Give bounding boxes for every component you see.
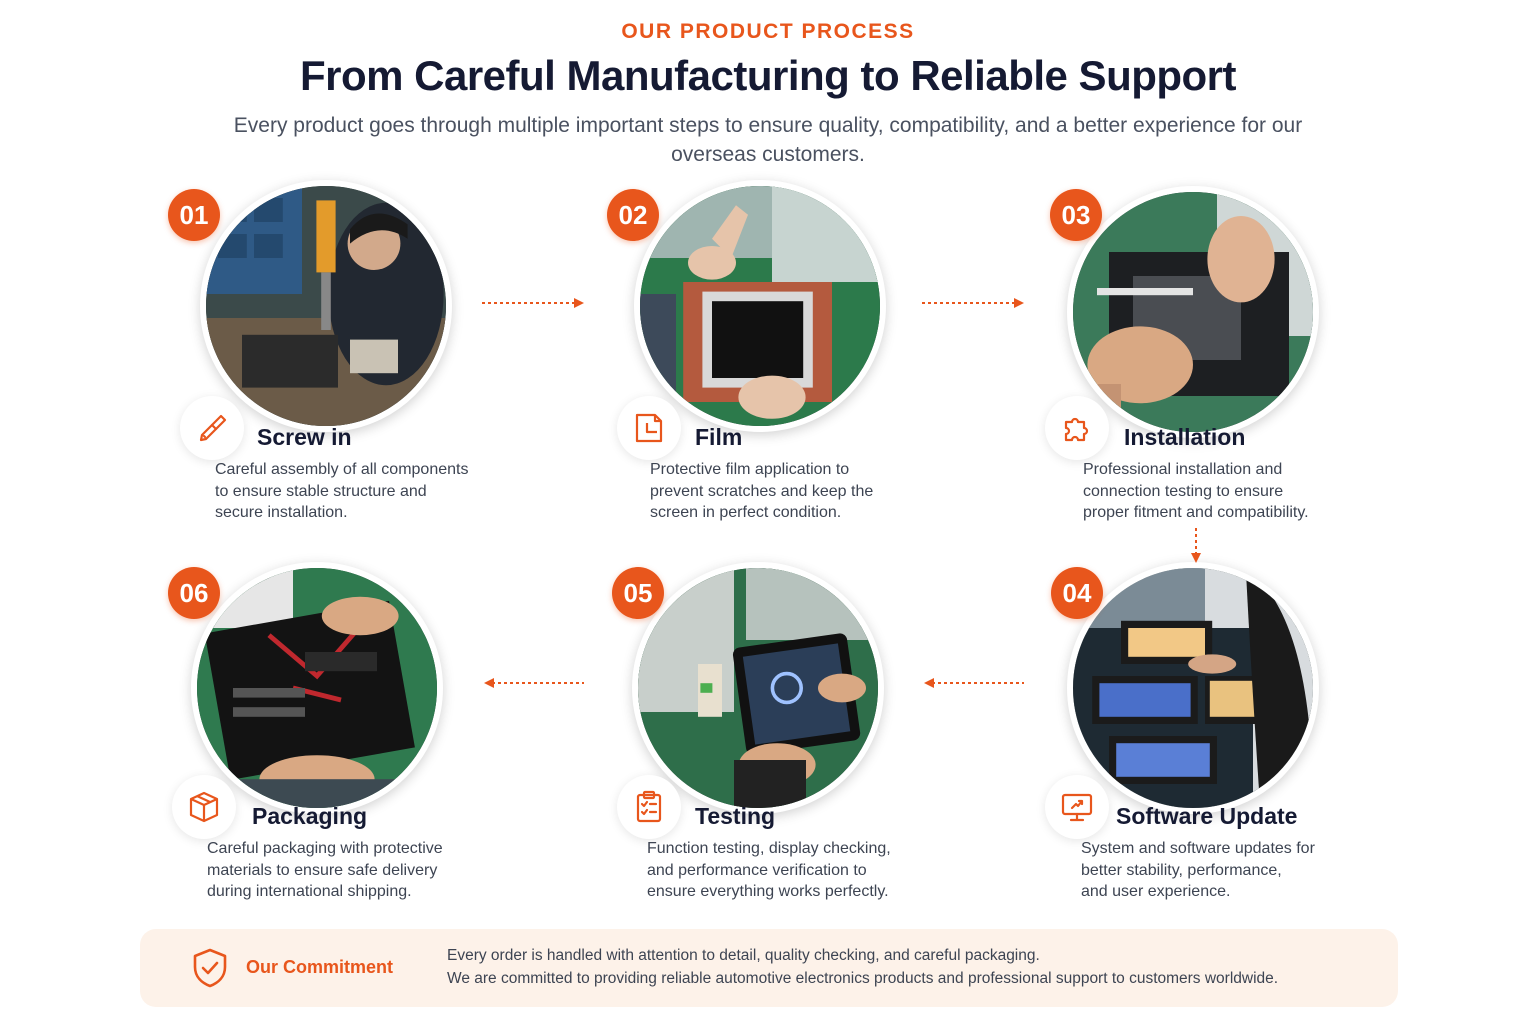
step-number-badge: 04 (1051, 567, 1103, 619)
step-photo-packaging (191, 562, 443, 814)
puzzle-icon (1064, 417, 1089, 442)
step-description: System and software updates for better s… (1081, 840, 1315, 900)
commitment-title: Our Commitment (246, 957, 394, 977)
step-number-badge: 01 (168, 189, 220, 241)
step-photo-film (634, 180, 886, 432)
step-description: Protective film application to prevent s… (650, 461, 874, 521)
clipboard-check-icon (636, 790, 662, 823)
film-sheet-icon (635, 413, 663, 443)
eyebrow-label: OUR PRODUCT PROCESS (621, 20, 915, 43)
commitment-text-line-1: Every order is handled with attention to… (447, 947, 1040, 964)
page-subtitle: Every product goes through multiple impo… (233, 114, 1303, 166)
step-icon-circle (172, 775, 236, 839)
step-icon-circle (1045, 775, 1109, 839)
flow-arrow-down (1191, 528, 1201, 563)
flow-arrow-right (482, 298, 584, 308)
commitment-panel: Our Commitment Every order is handled wi… (140, 929, 1398, 1007)
step-title: Screw in (257, 424, 352, 450)
flow-arrow-left (484, 678, 584, 688)
step-description: Professional installation and connection… (1083, 461, 1309, 521)
step-photo-installation (1067, 186, 1319, 438)
step-description: Careful packaging with protective materi… (207, 840, 443, 900)
step-description: Function testing, display checking, and … (647, 840, 891, 900)
step-title: Packaging (252, 803, 368, 829)
step-title: Testing (695, 803, 776, 829)
step-number-badge: 06 (168, 567, 220, 619)
flow-arrow-left (924, 678, 1024, 688)
step-number-badge: 05 (612, 567, 664, 619)
step-photo-testing (632, 562, 884, 814)
shield-check-icon (193, 948, 227, 988)
step-icon-circle (180, 396, 244, 460)
step-description: Careful assembly of all components to en… (215, 461, 469, 521)
step-number-badge: 02 (607, 189, 659, 241)
step-number-badge: 03 (1050, 189, 1102, 241)
step-photo-screw-in (200, 180, 452, 432)
step-icon-circle (617, 396, 681, 460)
screwdriver-icon (199, 414, 227, 442)
monitor-update-icon (1061, 793, 1093, 822)
step-title: Film (695, 424, 743, 450)
commitment-text-line-2: We are committed to providing reliable a… (447, 970, 1279, 987)
step-photo-software-update (1067, 562, 1319, 814)
step-icon-circle (617, 775, 681, 839)
flow-arrow-right (922, 298, 1024, 308)
step-icon-circle (1045, 396, 1109, 460)
step-title: Software Update (1116, 803, 1298, 829)
page-title: From Careful Manufacturing to Reliable S… (299, 52, 1237, 99)
box-icon (189, 791, 219, 823)
step-title: Installation (1124, 424, 1246, 450)
